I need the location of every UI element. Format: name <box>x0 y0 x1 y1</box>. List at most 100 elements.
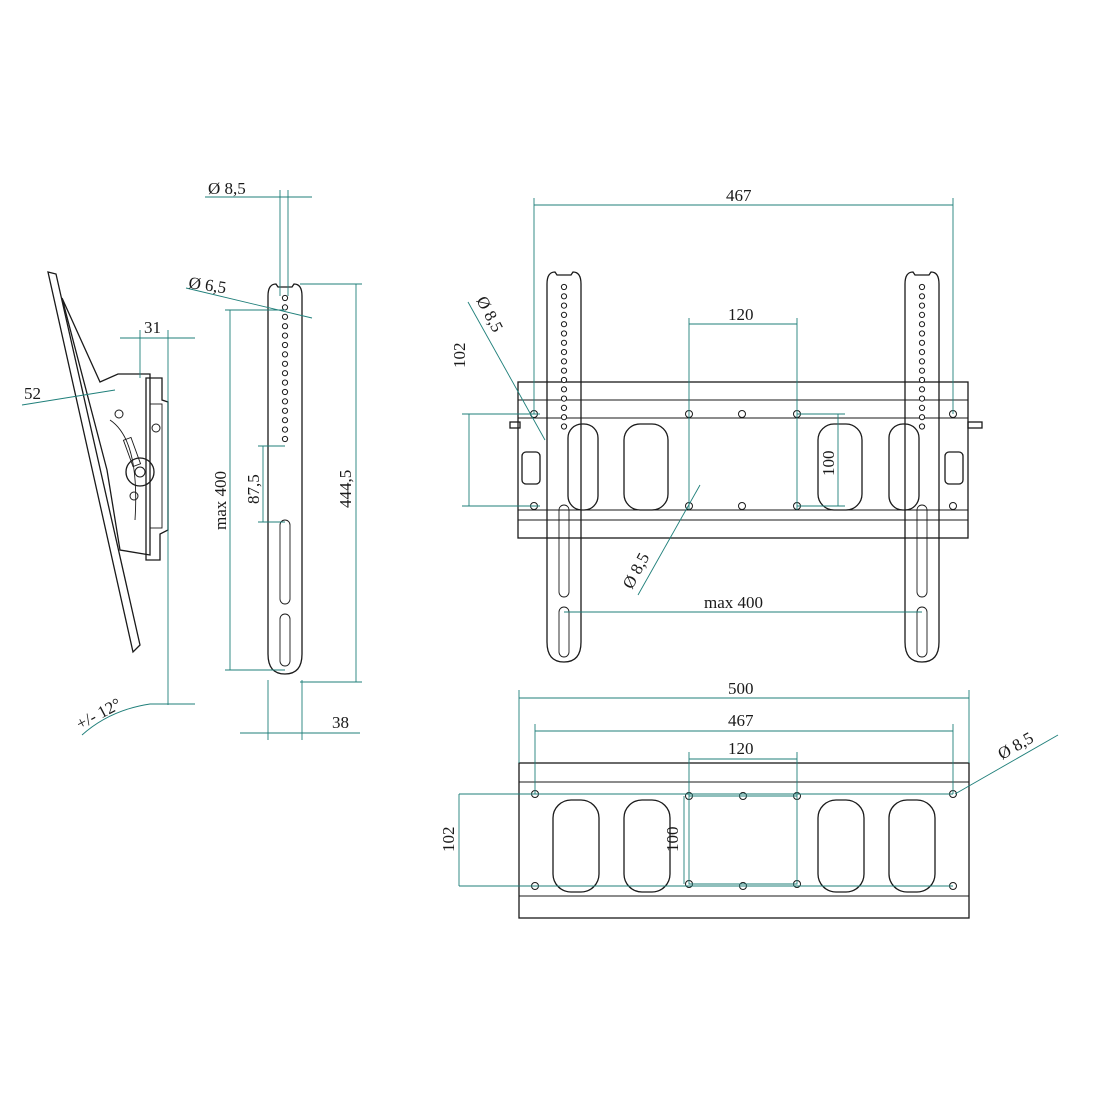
dim-52-line <box>21 389 116 406</box>
front-center-vertical-label: 100 <box>819 451 838 477</box>
rail-hole <box>281 417 289 424</box>
right-rail-slot-upper <box>916 504 928 598</box>
wall-plate-inner <box>149 403 163 529</box>
pivot-hole-top <box>114 409 124 419</box>
rail-hole <box>281 360 289 367</box>
rail-hole <box>281 426 289 433</box>
plate-cutout-1 <box>552 799 600 893</box>
rail-hole <box>560 349 568 356</box>
rail-hole <box>281 370 289 377</box>
wall-plate-bottom-rail <box>518 509 968 521</box>
dim-diam-bottom-leader <box>954 734 1059 795</box>
rail-hole <box>918 349 926 356</box>
rail-hole <box>281 332 289 339</box>
rail-hole <box>918 339 926 346</box>
tilt-label: +/- 12° <box>73 694 124 733</box>
rail-hole <box>918 367 926 374</box>
rail-hole <box>281 379 289 386</box>
rail-hole <box>560 404 568 411</box>
rail-hole <box>281 341 289 349</box>
rail-hole <box>560 339 568 346</box>
rail-hole <box>560 367 568 374</box>
plate-cutout-1 <box>567 423 599 511</box>
rail-hole <box>918 293 926 300</box>
rail-hole-spacing-label: 87,5 <box>244 474 263 504</box>
bottom-plate-holes <box>531 790 957 890</box>
wall-plate-frame <box>517 381 969 539</box>
tilt-bracket <box>61 297 151 556</box>
rail-hole <box>560 311 568 318</box>
rail-hole <box>918 311 926 318</box>
bracket-arc <box>109 419 137 521</box>
depth-top-label: 31 <box>144 318 161 337</box>
front-overall-width-label: 467 <box>726 186 752 205</box>
rail-hole <box>560 395 568 402</box>
rail-hole <box>560 358 568 365</box>
rail-hole <box>560 283 568 291</box>
rail-hole <box>918 330 926 337</box>
locking-pin-left <box>509 421 521 429</box>
tilt-knob-center <box>134 466 146 478</box>
bottom-center-spacing-label: 120 <box>728 739 754 758</box>
rail-hole <box>918 376 926 384</box>
rail-hole <box>560 330 568 337</box>
plate-cutout-4 <box>888 423 920 511</box>
rail-hole <box>918 358 926 365</box>
pivot-hole-mid <box>151 423 161 433</box>
center-hole-pattern <box>688 795 798 885</box>
bottom-vertical-spacing-label: 102 <box>439 827 458 853</box>
rail-hole <box>281 323 289 330</box>
rail-hole <box>281 313 289 320</box>
plate-cutout-3 <box>817 799 865 893</box>
rail-hole <box>281 398 289 405</box>
rail-hole <box>281 294 289 302</box>
plate-outline <box>518 762 970 919</box>
rail-hole <box>918 386 926 393</box>
lock-knob-right <box>944 451 964 485</box>
front-plate-holes <box>530 410 957 510</box>
plate-cutout-3 <box>817 423 863 511</box>
rail-hole <box>918 404 926 411</box>
hole <box>949 502 957 510</box>
bottom-plate-width-label: 500 <box>728 679 754 698</box>
rail-hole <box>918 395 926 402</box>
rail-view: Ø 8,5 Ø 6,5 max 400 87,5 444,5 38 <box>185 179 362 740</box>
rail-max-height-label: max 400 <box>211 471 230 530</box>
right-rail-slot-lower <box>916 606 928 658</box>
wall-offset-label: 52 <box>24 384 41 403</box>
screen-panel <box>47 271 141 654</box>
plate-cutout-2 <box>623 799 671 893</box>
front-rail-hole-columns <box>560 283 926 430</box>
lock-lever <box>122 436 142 468</box>
pivot-hole-low <box>129 491 139 501</box>
rail-hole <box>560 414 568 421</box>
hole <box>738 502 746 510</box>
front-center-hole-diameter-label: Ø 8,5 <box>619 550 654 592</box>
rail-hole-column <box>281 294 289 443</box>
rail-hole <box>918 302 926 309</box>
rail-hole <box>560 423 568 430</box>
rail-hole <box>918 423 926 430</box>
left-rail-slot-lower <box>558 606 570 658</box>
rail-slot-diameter-label: Ø 6,5 <box>187 273 227 297</box>
rail-hole-diameter-label: Ø 8,5 <box>208 179 246 198</box>
rail-hole <box>560 376 568 384</box>
rail-hole <box>560 293 568 300</box>
rail-width-label: 38 <box>332 713 349 732</box>
rail-hole <box>281 407 289 414</box>
front-plate-hole-diameter-label: Ø 8,5 <box>472 293 507 335</box>
plate-cutout-2 <box>623 423 669 511</box>
rail-hole <box>918 321 926 328</box>
plate-cutout-4 <box>888 799 936 893</box>
rail-slot-upper <box>279 519 291 605</box>
front-view: 467 120 102 Ø 8,5 100 Ø 8,5 max 400 <box>450 186 983 663</box>
rail-hole <box>560 386 568 393</box>
lock-knob-left <box>521 451 541 485</box>
front-vertical-spacing-label: 102 <box>450 343 469 369</box>
rail-hole <box>918 414 926 421</box>
dim-plate-hole-leader <box>467 301 546 441</box>
rail-slot-lower <box>279 613 291 667</box>
dim-center-hole-leader <box>637 484 701 596</box>
bottom-center-vertical-label: 100 <box>663 827 682 853</box>
